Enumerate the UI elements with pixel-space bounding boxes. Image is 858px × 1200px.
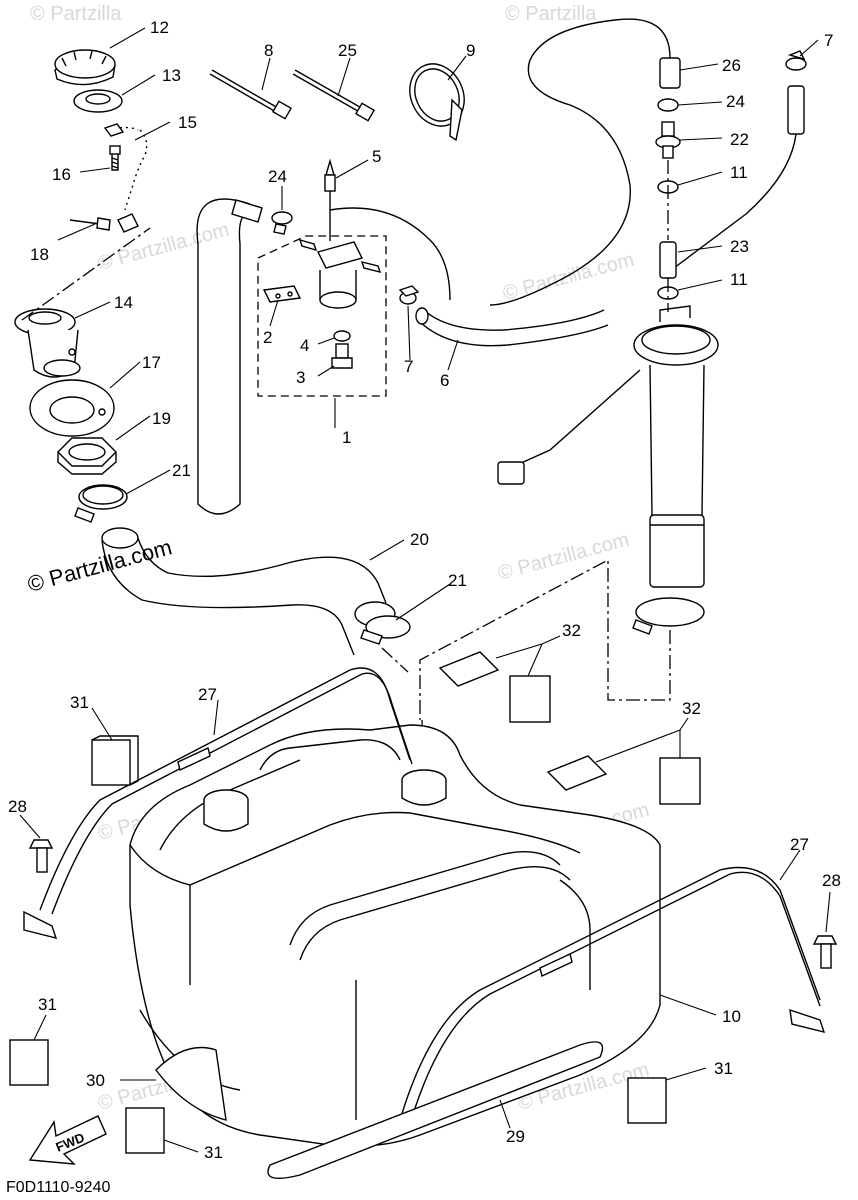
callout-28-left: 28	[8, 797, 27, 816]
callout-24-right: 24	[726, 92, 745, 111]
callout-14: 14	[114, 293, 133, 312]
callout-27-right: 27	[790, 835, 809, 854]
fuel-hose-6	[415, 307, 609, 347]
callout-12: 12	[150, 18, 169, 37]
callout-31-d: 31	[204, 1143, 223, 1162]
drain-plug-3	[331, 343, 353, 369]
screw-16	[109, 145, 121, 171]
watermark-text: © Partzilla.com	[496, 529, 632, 585]
callout-21-upper: 21	[172, 461, 191, 480]
tank-plate-29	[267, 1041, 604, 1179]
callout-11-upper: 11	[730, 163, 748, 182]
callout-3: 3	[296, 368, 305, 387]
chain-15	[103, 123, 148, 211]
leader-lines	[19, 27, 831, 1153]
callout-25: 25	[338, 41, 357, 60]
clamp-7-mid	[398, 285, 420, 305]
diagram-code: F0D1110-9240	[6, 1179, 110, 1196]
strap-27-left	[23, 667, 413, 939]
cable-tie-8	[209, 69, 293, 120]
callout-4: 4	[300, 336, 309, 355]
clamp-24-left	[271, 211, 293, 235]
fwd-arrow: FWD	[28, 1115, 107, 1165]
callout-31-c: 31	[714, 1059, 733, 1078]
band-9	[409, 63, 465, 142]
pad-31-a	[91, 735, 139, 786]
callout-26: 26	[722, 56, 741, 75]
callout-19: 19	[152, 409, 171, 428]
callout-20: 20	[410, 530, 429, 549]
clamp-24-right	[657, 98, 679, 112]
callout-8: 8	[264, 41, 273, 60]
callout-13: 13	[162, 66, 181, 85]
callout-30: 30	[86, 1071, 105, 1090]
callout-31-a: 31	[70, 693, 89, 712]
fuel-sender-unit	[497, 305, 719, 588]
pad-31-b	[9, 1039, 49, 1086]
callout-9: 9	[466, 41, 475, 60]
watermark-text-dark: © Partzilla.com	[25, 534, 175, 597]
watermark-text: © Partzilla	[30, 3, 122, 25]
callout-16: 16	[52, 165, 71, 184]
watermark-text: © Partzilla.com	[96, 219, 232, 275]
callout-5: 5	[372, 147, 381, 166]
callout-32-b: 32	[682, 699, 701, 718]
callout-18: 18	[30, 245, 49, 264]
bracket-2	[262, 285, 302, 303]
pad-31-c	[627, 1077, 667, 1124]
callout-15: 15	[178, 113, 197, 132]
clamp-7-top	[785, 50, 807, 71]
gasket-13	[73, 89, 123, 113]
fuel-tank-10	[129, 724, 661, 1147]
callout-10: 10	[722, 1007, 741, 1026]
nut-19	[57, 437, 117, 475]
callout-7-mid: 7	[404, 357, 413, 376]
clamp-21-upper	[74, 484, 128, 523]
filler-neck-14	[14, 308, 81, 378]
clamp-21-lower	[360, 615, 411, 645]
watermark-text: © Partzilla.com	[501, 249, 637, 305]
hose-23	[659, 241, 677, 279]
callout-17: 17	[142, 353, 161, 372]
o-ring-4	[333, 330, 351, 342]
callout-7-top: 7	[824, 31, 833, 50]
callout-21-lower: 21	[448, 571, 467, 590]
bolt-28-left	[28, 839, 54, 873]
connector-22	[655, 121, 681, 159]
callout-29: 29	[506, 1127, 525, 1146]
callout-11-lower: 11	[730, 270, 748, 289]
callout-31-b: 31	[38, 995, 57, 1014]
cable-tie-25	[292, 69, 376, 122]
callout-24-left: 24	[268, 167, 287, 186]
pad-32-a	[438, 651, 500, 687]
callout-32-a: 32	[562, 621, 581, 640]
rivet-18	[69, 213, 139, 233]
callout-2: 2	[263, 328, 272, 347]
callout-23: 23	[730, 237, 749, 256]
pad-32-c	[546, 755, 608, 791]
gasket-17	[29, 379, 115, 437]
callout-1: 1	[342, 428, 351, 447]
callout-6: 6	[440, 371, 449, 390]
fuel-hose-left-loop	[196, 198, 451, 515]
callout-28-right: 28	[822, 871, 841, 890]
strap-27-right	[399, 866, 826, 1125]
pad-31-d	[125, 1107, 165, 1154]
callout-22: 22	[730, 130, 749, 149]
pad-30	[155, 1046, 227, 1121]
vent-hose-26	[489, 18, 681, 306]
part-callouts: 1 2 3 4 5 6 7 7 8 9 10 11 11 12 13 14 15…	[8, 18, 841, 1162]
callout-27-left: 27	[198, 685, 217, 704]
filler-cap-12	[54, 49, 116, 86]
fuel-filter-assembly-1	[257, 235, 387, 397]
hose-upper-right	[665, 85, 805, 275]
pad-32-b	[509, 675, 551, 723]
clamp-sender-bottom	[632, 597, 705, 635]
bolt-28-right	[812, 935, 838, 969]
watermark-text: © Partzilla	[505, 3, 597, 25]
pad-32-d	[659, 757, 701, 805]
screw-5	[324, 158, 336, 241]
